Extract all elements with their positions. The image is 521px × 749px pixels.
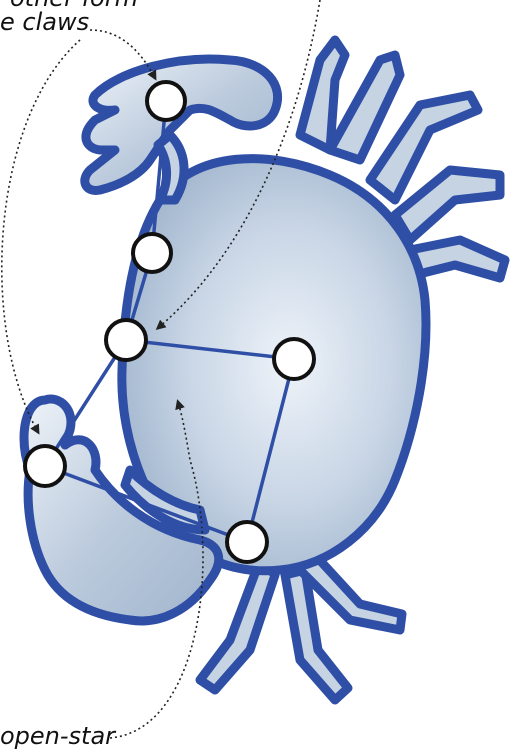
star-neck — [133, 234, 171, 272]
star-claw-top — [147, 82, 185, 120]
leg-4 — [395, 170, 500, 240]
star-base — [227, 522, 267, 562]
star-claw-bottom — [25, 446, 65, 486]
star-right — [274, 339, 314, 379]
star-hub — [106, 320, 146, 360]
caption-bottom: open-star — [0, 724, 115, 748]
crab-lower-legs — [200, 555, 402, 700]
pointer-to-lower-claw — [2, 40, 80, 432]
caption-top-line-2: e claws — [0, 10, 89, 34]
